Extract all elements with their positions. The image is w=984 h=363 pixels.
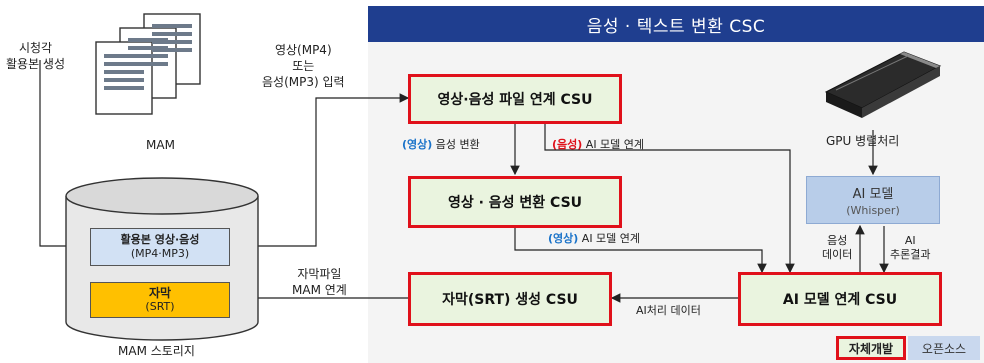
video-ai-text: AI 모델 연계 <box>578 232 641 245</box>
convert-csu: 영상 · 음성 변환 CSU <box>408 176 622 228</box>
media-file-box: 활용본 영상·음성 (MP4·MP3) <box>90 228 230 266</box>
subtitle-file-box: 자막 (SRT) <box>90 282 230 318</box>
video-ai-label: (영상) AI 모델 연계 <box>548 232 640 246</box>
audio-tag: (음성) <box>552 138 583 151</box>
audio-ai-arrow <box>544 122 795 274</box>
generate-label: 시청각 활용본 생성 <box>6 41 66 71</box>
video-tag-2: (영상) <box>548 232 579 245</box>
input-label: 영상(MP4) 또는 음성(MP3) 입력 <box>262 43 345 89</box>
video-ai-arrow <box>514 228 767 274</box>
ai-link-csu: AI 모델 연계 CSU <box>738 272 942 326</box>
audio-ai-text: AI 모델 연계 <box>582 138 645 151</box>
voice-data-label: 음성 데이터 <box>822 234 853 261</box>
subtitle-link-label: 자막파일 MAM 연계 <box>292 267 347 297</box>
ai-processed-label: AI처리 데이터 <box>636 304 701 317</box>
ai-model-sub: (Whisper) <box>846 204 900 217</box>
csc-title: 음성 · 텍스트 변환 CSC <box>368 6 984 42</box>
audio-convert-text: 음성 변환 <box>432 138 480 151</box>
subtitle-line1: 자막 <box>148 286 172 300</box>
video-tag: (영상) <box>402 138 433 151</box>
ai-result-label: AI 추론결과 <box>890 234 931 261</box>
file-link-csu: 영상·음성 파일 연계 CSU <box>408 74 622 124</box>
input-arrow <box>232 93 410 247</box>
ai-model-name: AI 모델 <box>852 187 894 202</box>
legend-opensource: 오픈소스 <box>908 336 980 360</box>
gpu-label: GPU 병렬처리 <box>826 134 900 148</box>
media-file-line2: (MP4·MP3) <box>130 247 190 260</box>
gpu-icon <box>824 51 942 118</box>
documents-icon <box>95 13 201 115</box>
subtitle-line2: (SRT) <box>145 300 175 313</box>
legend-own-dev: 자체개발 <box>836 336 906 360</box>
audio-convert-label: (영상) 음성 변환 <box>402 138 480 152</box>
srt-gen-csu: 자막(SRT) 생성 CSU <box>408 272 612 326</box>
ai-model-box: AI 모델 (Whisper) <box>806 176 940 224</box>
storage-label: MAM 스토리지 <box>118 344 195 358</box>
mam-label: MAM <box>146 138 175 152</box>
media-file-line1: 활용본 영상·음성 <box>120 233 200 246</box>
audio-ai-label: (음성) AI 모델 연계 <box>552 138 644 152</box>
